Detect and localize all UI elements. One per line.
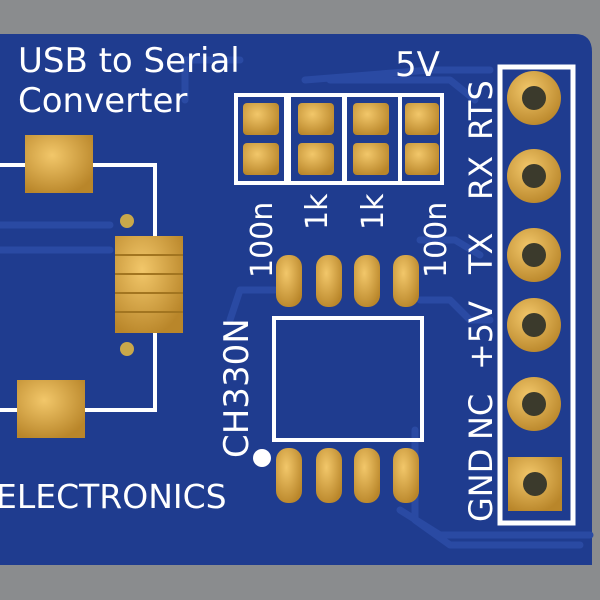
usb-shield-pad-top bbox=[25, 135, 93, 193]
usb-locating-hole-top bbox=[120, 214, 134, 228]
usb-pin-separators bbox=[115, 254, 183, 313]
voltage-label: 5V bbox=[395, 45, 440, 85]
header-outline bbox=[497, 64, 576, 526]
cap-label-1: 100n bbox=[245, 202, 280, 278]
header-pins bbox=[507, 71, 562, 511]
board-title-line1: USB to Serial bbox=[18, 41, 240, 81]
res-label-1: 1k bbox=[300, 193, 335, 230]
usb-locating-hole-bottom bbox=[120, 342, 134, 356]
board-title-line2: Converter bbox=[18, 81, 187, 121]
cap-label-2: 100n bbox=[419, 202, 454, 278]
pin-label-rx: RX bbox=[462, 156, 500, 200]
brand-text: ELECTRONICS bbox=[0, 477, 227, 516]
pin-label-gnd: GND bbox=[462, 449, 500, 522]
chip-label: CH330N bbox=[217, 318, 257, 458]
ic-outline bbox=[272, 316, 424, 442]
pin-label-nc: NC bbox=[462, 394, 500, 440]
pin-label-tx: TX bbox=[462, 233, 500, 275]
res-label-2: 1k bbox=[356, 193, 391, 230]
pin-label-rts: RTS bbox=[462, 80, 500, 140]
ic-pads-bottom bbox=[276, 448, 419, 503]
pin-label-5v: +5V bbox=[462, 301, 500, 370]
usb-pin-block bbox=[115, 236, 183, 333]
usb-shield-pad-bottom bbox=[17, 380, 85, 438]
smd-pads bbox=[243, 103, 439, 175]
ic-pads-top bbox=[276, 255, 419, 307]
pin1-dot bbox=[253, 449, 271, 467]
smd-outlines bbox=[234, 93, 444, 185]
